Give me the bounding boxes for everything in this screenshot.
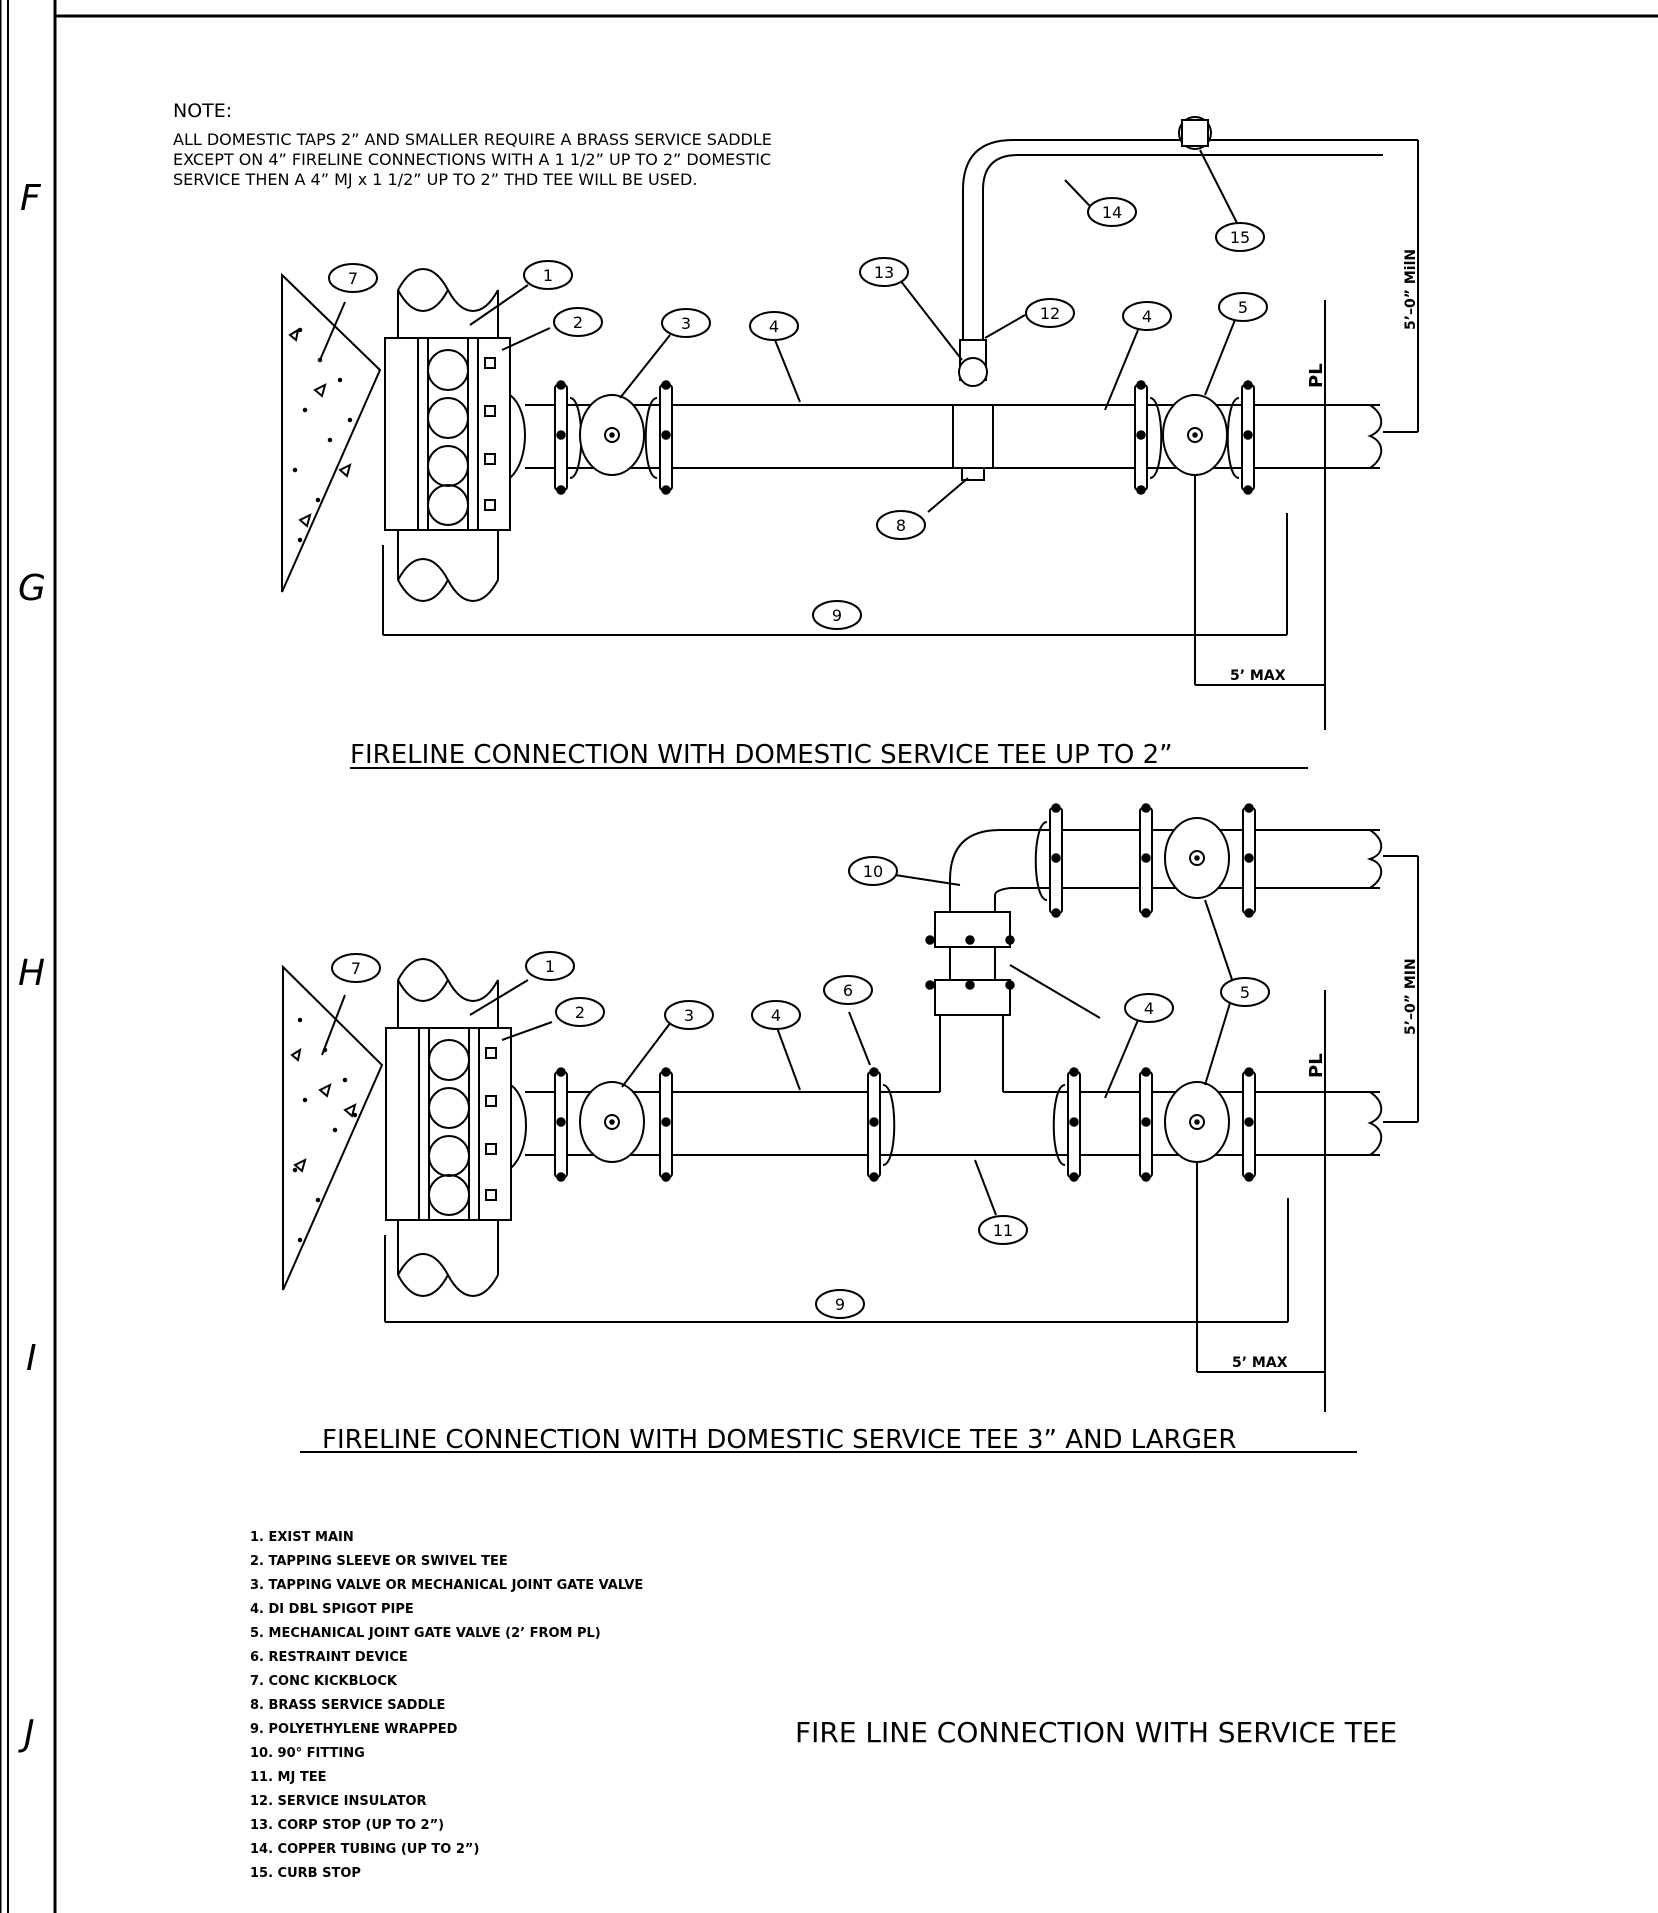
bubble2-4b: 4: [1144, 999, 1154, 1018]
legend-item-12: 12. SERVICE INSULATOR: [250, 1794, 427, 1809]
bubble2-7: 7: [351, 959, 361, 978]
bubble-4: 4: [769, 317, 779, 336]
sheet-title: FIRE LINE CONNECTION WITH SERVICE TEE: [795, 1716, 1397, 1749]
bubble-1: 1: [543, 266, 553, 285]
diagram-1: PL 5’ MAX 5’–0” MilN: [281, 116, 1419, 770]
legend-item-9: 9. POLYETHYLENE WRAPPED: [250, 1722, 458, 1737]
leader-lines-2: [321, 874, 1241, 1216]
legend-item-2: 2. TAPPING SLEEVE OR SWIVEL TEE: [250, 1554, 508, 1569]
zone-f: F: [20, 178, 42, 219]
note-line-2: EXCEPT ON 4” FIRELINE CONNECTIONS WITH A…: [173, 150, 771, 169]
bubble2-4: 4: [771, 1006, 781, 1025]
concrete-kickblock: [281, 272, 382, 593]
concrete-kickblock-2: [282, 964, 384, 1291]
tapping-valve: [579, 394, 645, 476]
depth-dimension-2: 5’–0” MIN: [1383, 855, 1419, 1123]
copper-tubing-line: [958, 116, 1383, 387]
bubble-12: 12: [1040, 304, 1060, 323]
bubble-15: 15: [1230, 228, 1250, 247]
zone-j: J: [18, 1713, 35, 1754]
zone-labels: F G H I J: [18, 178, 46, 1754]
bubble-7: 7: [348, 269, 358, 288]
diagram-2-caption: FIRELINE CONNECTION WITH DOMESTIC SERVIC…: [322, 1425, 1236, 1455]
bubble-14: 14: [1102, 203, 1122, 222]
legend-item-10: 10. 90° FITTING: [250, 1746, 365, 1761]
valves-2: [579, 817, 1230, 1163]
note-block: NOTE: ALL DOMESTIC TAPS 2” AND SMALLER R…: [173, 100, 772, 189]
diagram-1-caption: FIRELINE CONNECTION WITH DOMESTIC SERVIC…: [350, 740, 1173, 770]
bubble-4b: 4: [1142, 307, 1152, 326]
bubble2-10: 10: [863, 862, 883, 881]
zone-i: I: [26, 1338, 37, 1379]
legend-item-5: 5. MECHANICAL JOINT GATE VALVE (2’ FROM …: [250, 1626, 601, 1641]
legend-item-6: 6. RESTRAINT DEVICE: [250, 1650, 408, 1665]
legend-list: 1. EXIST MAIN 2. TAPPING SLEEVE OR SWIVE…: [250, 1530, 643, 1881]
bubble-9: 9: [832, 606, 842, 625]
bubble2-1: 1: [545, 957, 555, 976]
gate-valve: [1162, 394, 1228, 476]
poly-wrap-extent: [382, 513, 1288, 636]
zone-g: G: [18, 568, 46, 609]
callout-bubbles: 7 1 2 3 4 13 12 14 15 4 5 8 9: [328, 197, 1268, 630]
bubble2-6: 6: [843, 981, 853, 1000]
property-line-2: PL: [1306, 990, 1327, 1412]
bubble2-3: 3: [684, 1006, 694, 1025]
brass-service-saddle: [952, 404, 994, 481]
legend-item-8: 8. BRASS SERVICE SADDLE: [250, 1698, 445, 1713]
bubble2-2: 2: [575, 1003, 585, 1022]
dim-vertical-label: 5’–0” MilN: [1403, 249, 1419, 330]
tapping-sleeve-2: [385, 1027, 527, 1221]
legend-item-15: 15. CURB STOP: [250, 1866, 361, 1881]
note-line-3: SERVICE THEN A 4” MJ x 1 1/2” UP TO 2” T…: [173, 170, 697, 189]
legend-item-4: 4. DI DBL SPIGOT PIPE: [250, 1602, 414, 1617]
dim-vertical-label-2: 5’–0” MIN: [1403, 958, 1419, 1035]
callout-bubbles-2: 7 1 2 3 4 6 10 4 5 11 9: [331, 856, 1270, 1319]
depth-dimension: 5’–0” MilN: [1383, 139, 1419, 433]
poly-wrap-extent-2: [384, 1198, 1289, 1323]
bubble2-11: 11: [993, 1221, 1013, 1240]
note-line-1: ALL DOMESTIC TAPS 2” AND SMALLER REQUIRE…: [173, 130, 772, 149]
mj-flanges: [554, 380, 1255, 495]
bubble2-5: 5: [1240, 983, 1250, 1002]
note-heading: NOTE:: [173, 100, 232, 122]
bubble-13: 13: [874, 263, 894, 282]
leader-lines: [319, 149, 1239, 513]
diagram-2: PL 5’ MAX 5’–0” MIN: [282, 803, 1419, 1455]
legend-item-1: 1. EXIST MAIN: [250, 1530, 354, 1545]
legend-item-11: 11. MJ TEE: [250, 1770, 326, 1785]
max-dimension: 5’ MAX: [1194, 475, 1325, 686]
dim-max-label: 5’ MAX: [1230, 668, 1286, 684]
legend-item-3: 3. TAPPING VALVE OR MECHANICAL JOINT GAT…: [250, 1578, 643, 1593]
legend-item-14: 14. COPPER TUBING (UP TO 2”): [250, 1842, 479, 1857]
bubble-3: 3: [681, 314, 691, 333]
bubble-8: 8: [896, 516, 906, 535]
bubble-5: 5: [1238, 298, 1248, 317]
property-line: PL: [1306, 300, 1327, 730]
bubble-2: 2: [573, 313, 583, 332]
bubble2-9: 9: [835, 1295, 845, 1314]
dim-max-label-2: 5’ MAX: [1232, 1355, 1288, 1371]
legend-item-13: 13. CORP STOP (UP TO 2”): [250, 1818, 444, 1833]
max-dimension-2: 5’ MAX: [1196, 1162, 1325, 1373]
mj-flanges-2: [554, 803, 1256, 1182]
pl-label: PL: [1306, 363, 1327, 388]
zone-h: H: [18, 953, 45, 994]
tee-riser: [925, 829, 1383, 1016]
legend-item-7: 7. CONC KICKBLOCK: [250, 1674, 398, 1689]
pl-label-2: PL: [1306, 1053, 1327, 1078]
tapping-sleeve: [384, 337, 526, 531]
